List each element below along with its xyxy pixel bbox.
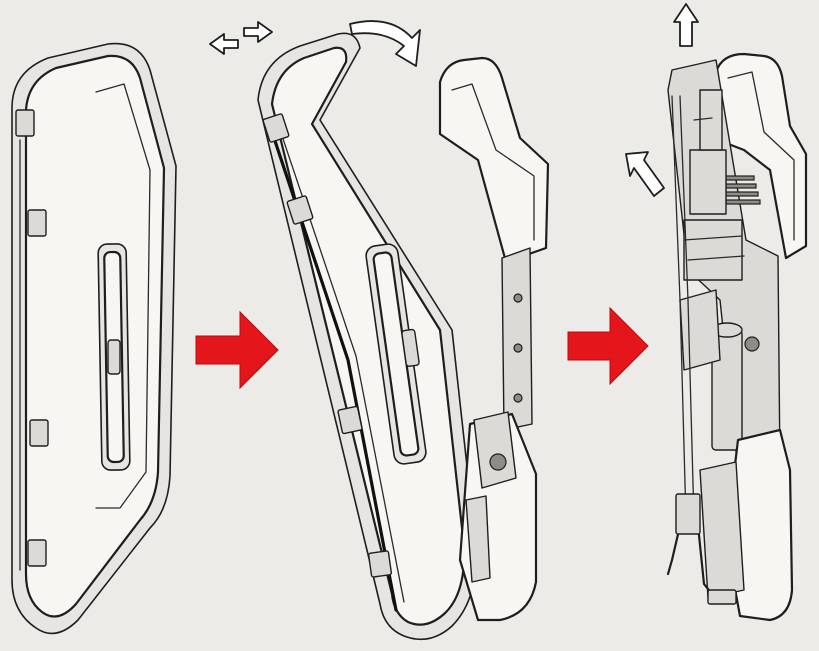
weapon-receiver-block [689,149,727,215]
opening-hinge-block [473,411,517,489]
closed-case-front [24,54,166,618]
weapon-lower-mechanism [699,461,745,599]
opening-latch-3 [337,405,363,435]
closed-case-latch-3 [29,419,49,447]
closed-case-latch-1 [15,109,35,137]
weapon-grip-plate [675,493,701,535]
weapon-left-rail [671,95,695,521]
weapon-bolt-housing [699,89,723,151]
opening-hinge-pin [489,453,507,471]
red-arrow-right-icon [567,306,649,386]
curved-rotate-arrow-icon [349,20,421,67]
opening-rear-shell-detail [451,83,535,241]
hollow-arrow-right-icon [243,21,273,43]
opening-rail-bolt-1 [513,293,523,303]
weapon-frame-lines [683,117,745,261]
opening-latch-2 [286,195,314,225]
red-arrow-right-icon [195,310,279,390]
slide-arrows [209,21,273,55]
weapon-foot [707,589,737,605]
opening-lid-button [401,328,420,367]
weapon-pivot-1 [744,336,760,352]
opening-rail-bolt-2 [513,343,523,353]
closed-case [11,42,177,635]
closed-case-latch-2 [27,209,47,237]
opening-latch-1 [262,113,290,143]
hollow-arrow-left-icon [209,33,239,55]
weapon-upper-armour-detail [727,71,795,241]
hollow-arrow-up-icon [673,3,699,47]
closed-case-latch-4 [27,539,47,567]
opening-rail-bolt-3 [513,393,523,403]
closed-case-release-button [107,339,121,375]
weapon-upper-armour [714,52,808,260]
opening-lid-front [270,46,466,626]
opening-latch-4 [367,550,393,578]
weapon-revealed [666,52,808,622]
closed-case-inner-panel [95,83,151,509]
opening-rear-shell-upper [438,56,550,264]
opening-rail [501,247,533,431]
case-opening [257,32,550,641]
weapon-trigger-group [679,289,721,371]
opening-lower-mechanism [465,495,491,583]
hollow-arrow-up-left-icon [625,151,665,197]
weapon-side-plate [683,219,743,281]
